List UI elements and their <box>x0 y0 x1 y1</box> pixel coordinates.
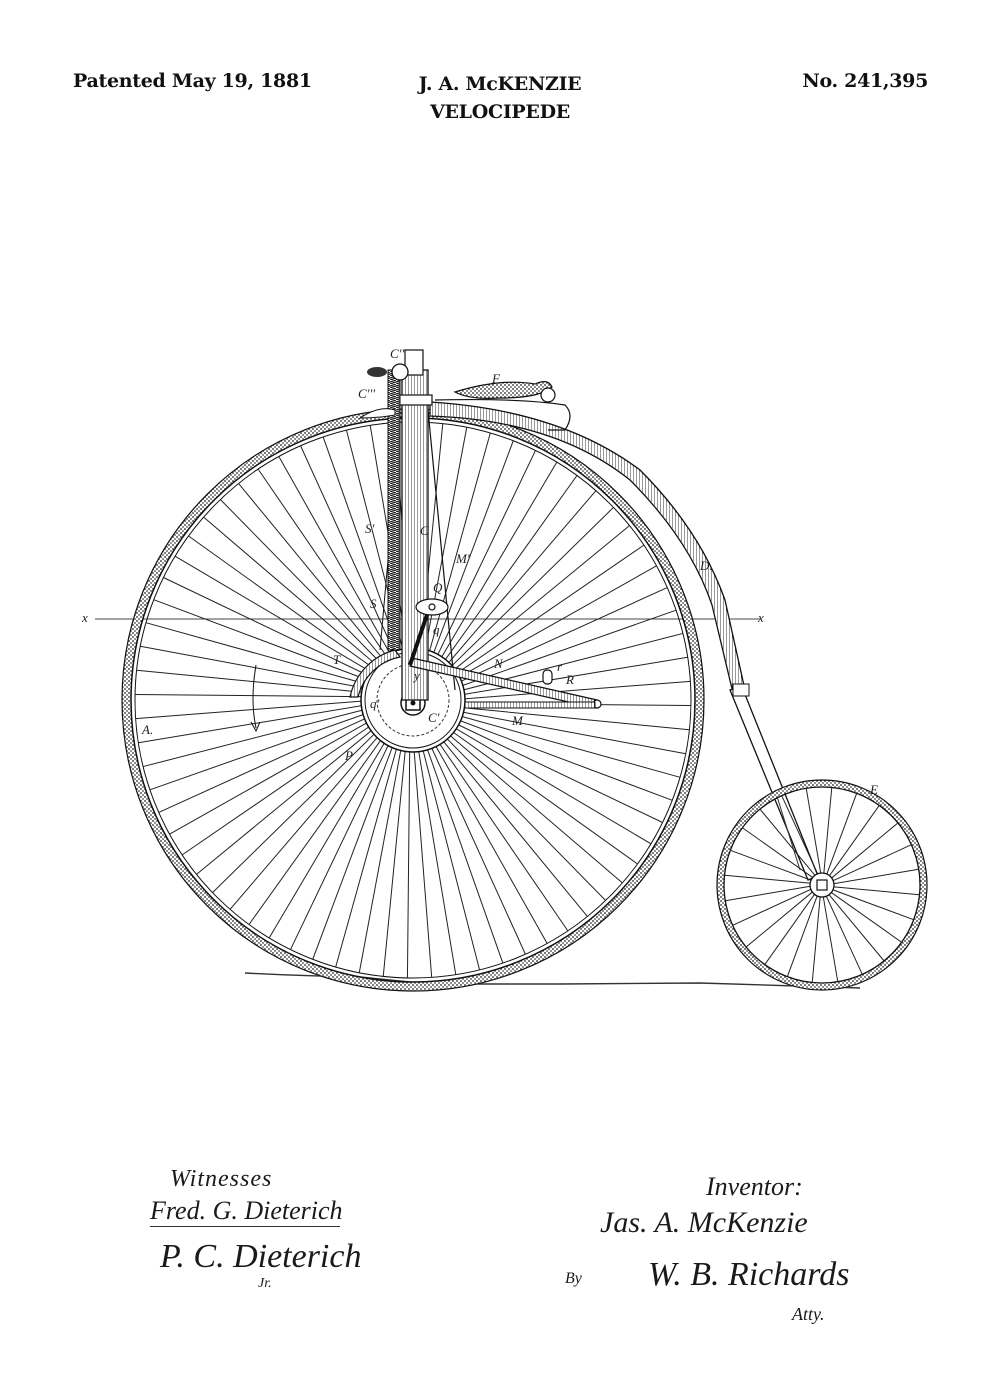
patent-number: No. 241,395 <box>802 70 928 92</box>
witness-1-underline <box>150 1226 340 1227</box>
rear-wheel-spokes <box>724 787 920 983</box>
label-F: F <box>491 371 501 386</box>
label-M: M <box>511 713 524 728</box>
label-C3: C''' <box>358 386 375 401</box>
label-y: y <box>412 668 420 683</box>
label-R: R <box>565 672 574 687</box>
label-A: A. <box>141 722 153 737</box>
lever-mechanism <box>408 598 602 709</box>
inventor-name-header: J. A. McKENZIE <box>418 73 582 95</box>
patent-header-center: J. A. McKENZIE VELOCIPEDE <box>0 70 1000 126</box>
saddle <box>434 381 571 431</box>
label-Q: Q <box>433 580 443 595</box>
patent-title: VELOCIPEDE <box>430 101 570 123</box>
label-M1: M' <box>455 551 470 566</box>
inventor-heading: Inventor: <box>706 1172 803 1201</box>
witness-signature-2: P. C. Dieterich <box>160 1238 362 1275</box>
label-C: C <box>420 523 429 538</box>
label-C2: C'' <box>390 346 404 361</box>
brake-shoe <box>349 649 402 698</box>
label-P: P <box>344 748 353 763</box>
witness-signature-1: Fred. G. Dieterich <box>150 1196 343 1225</box>
label-E: E <box>869 782 878 797</box>
rear-wheel <box>716 779 928 991</box>
label-q: q <box>433 622 440 637</box>
front-wheel-spokes <box>135 422 691 978</box>
steering-column <box>379 349 456 701</box>
section-label-right: x <box>757 610 764 625</box>
section-label-left: x <box>81 610 88 625</box>
patent-date: Patented May 19, 1881 <box>73 70 312 92</box>
label-r: r <box>557 659 563 674</box>
inventor-signature: Jas. A. McKenzie <box>600 1206 808 1239</box>
handle-lever <box>358 363 409 419</box>
by-label: By <box>565 1270 582 1287</box>
attorney-title: Atty. <box>792 1304 825 1324</box>
label-D: D. <box>699 558 713 573</box>
witnesses-heading: Witnesses <box>170 1166 273 1192</box>
witness-2-suffix: Jr. <box>258 1276 272 1291</box>
label-C1: C' <box>428 710 440 725</box>
label-S: S <box>370 596 377 611</box>
label-T: T <box>333 652 341 667</box>
attorney-signature: W. B. Richards <box>648 1256 850 1293</box>
label-N: N <box>493 656 504 671</box>
label-q1: q' <box>370 696 380 711</box>
label-S1: S' <box>365 521 375 536</box>
rotation-arrow <box>250 664 261 733</box>
